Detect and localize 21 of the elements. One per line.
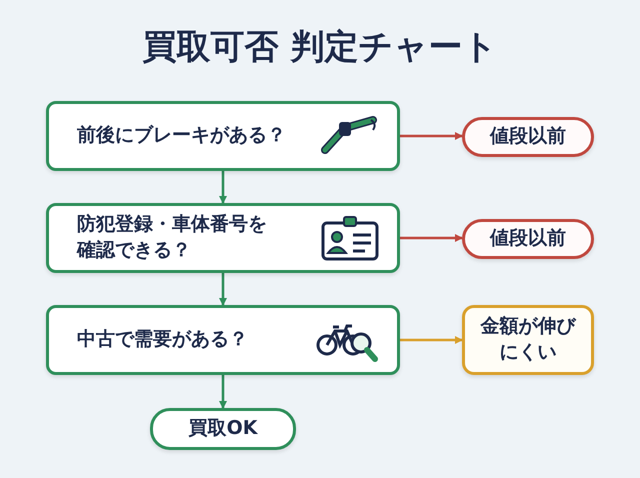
result-box [462, 305, 594, 375]
node-text: 前後にブレーキがある？ [77, 123, 286, 148]
result-box [462, 117, 594, 157]
node-text: 値段以前 [490, 124, 566, 150]
question-box [46, 203, 400, 273]
arrow [400, 132, 463, 140]
node-text: 防犯登録・車体番号を確認できる？ [77, 212, 268, 263]
arrow [400, 234, 463, 242]
arrow [400, 336, 463, 344]
node-text: 値段以前 [490, 226, 566, 252]
node-text: 買取OK [188, 416, 258, 442]
result-box [462, 219, 594, 259]
node-text: 中古で需要がある？ [77, 327, 248, 352]
arrow [219, 171, 227, 204]
arrow [219, 375, 227, 409]
question-box [46, 101, 400, 171]
question-box [46, 305, 400, 375]
result-box [150, 408, 296, 450]
arrow [219, 273, 227, 306]
chart-title: 買取可否 判定チャート [142, 26, 498, 69]
node-text: 金額が伸びにくい [480, 314, 576, 365]
